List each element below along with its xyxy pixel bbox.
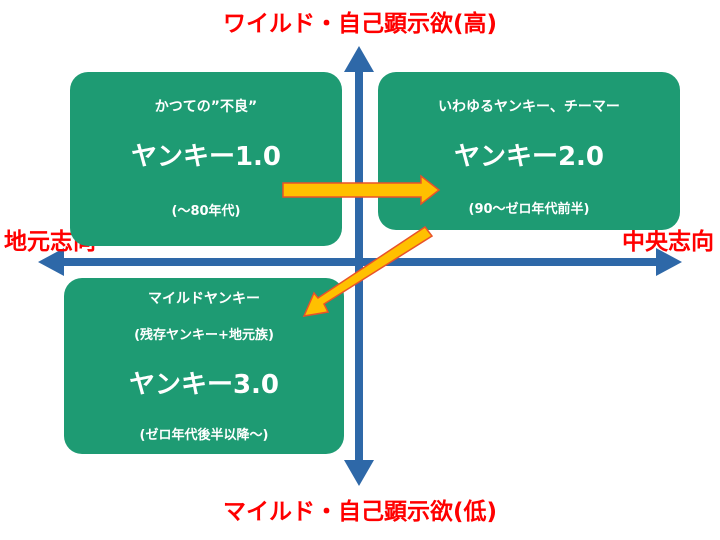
- axis-arrowhead-left: [38, 248, 64, 276]
- yankee-1-period: (〜80年代): [171, 204, 241, 219]
- yankee-2-title: ヤンキー2.0: [453, 142, 605, 172]
- axis-label-bottom: マイルド・自己顕示欲(低): [222, 499, 498, 525]
- yankee-2-box: いわゆるヤンキー、チーマー ヤンキー2.0 (90〜ゼロ年代前半): [378, 72, 680, 230]
- yankee-3-subtitle: マイルドヤンキー: [148, 291, 260, 307]
- yankee-3-title: ヤンキー3.0: [128, 370, 280, 400]
- yankee-1-box: かつての”不良” ヤンキー1.0 (〜80年代): [70, 72, 342, 246]
- axis-arrowhead-right: [656, 248, 682, 276]
- axis-label-right: 中央志向: [622, 229, 714, 255]
- arrow-1-to-2: [282, 174, 441, 206]
- axis-label-top: ワイルド・自己顕示欲(高): [222, 11, 498, 37]
- axis-arrowhead-bottom: [344, 460, 374, 486]
- arrow-2-to-3: [302, 225, 434, 317]
- yankee-1-title: ヤンキー1.0: [130, 142, 282, 172]
- axis-arrowhead-top: [344, 46, 374, 72]
- yankee-2-period: (90〜ゼロ年代前半): [468, 202, 590, 217]
- yankee-1-subtitle: かつての”不良”: [154, 99, 258, 115]
- yankee-2-subtitle: いわゆるヤンキー、チーマー: [438, 99, 620, 115]
- yankee-3-period: (ゼロ年代後半以降〜): [139, 428, 269, 443]
- yankee-3-box: マイルドヤンキー (残存ヤンキー+地元族) ヤンキー3.0 (ゼロ年代後半以降〜…: [64, 278, 344, 454]
- yankee-3-subtitle-2: (残存ヤンキー+地元族): [134, 328, 274, 343]
